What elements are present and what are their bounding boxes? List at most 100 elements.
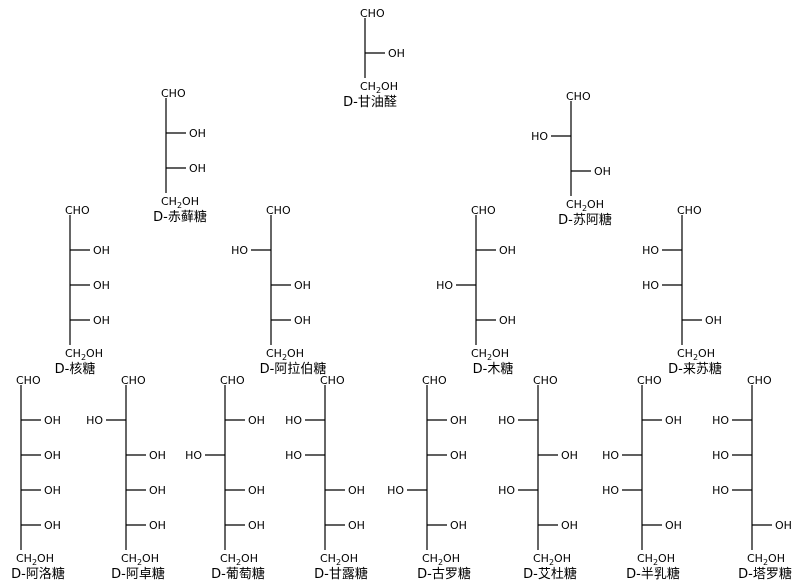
sugar-name-label: D-甘露糖 (314, 566, 368, 582)
ch2oh-group-label: CH2OH (422, 552, 460, 567)
oh-group-label: OH (294, 314, 311, 327)
ch2oh-group-label: CH2OH (121, 552, 159, 567)
cho-group-label: CHO (566, 90, 591, 103)
oh-group-label: OH (450, 519, 467, 532)
sugar-name-label: D-葡萄糖 (211, 566, 265, 582)
ch2oh-group-label: CH2OH (161, 195, 199, 210)
oh-group-label: OH (348, 519, 365, 532)
cho-group-label: CHO (266, 204, 291, 217)
oh-group-label: OH (44, 484, 61, 497)
oh-group-label: OH (294, 279, 311, 292)
oh-group-label: OH (348, 484, 365, 497)
ch2oh-group-label: CH2OH (533, 552, 571, 567)
sugar-name-label: D-艾杜糖 (523, 566, 577, 582)
ch2oh-group-label: CH2OH (65, 347, 103, 362)
cho-group-label: CHO (16, 374, 41, 387)
oh-group-label: OH (665, 519, 682, 532)
oh-group-label: OH (561, 519, 578, 532)
oh-group-label: OH (93, 244, 110, 257)
ho-group-label: HO (86, 414, 103, 427)
cho-group-label: CHO (471, 204, 496, 217)
ho-group-label: HO (185, 449, 202, 462)
ch2oh-group-label: CH2OH (220, 552, 258, 567)
sugar-name-label: D-阿洛糖 (11, 566, 65, 582)
oh-group-label: OH (561, 449, 578, 462)
oh-group-label: OH (248, 484, 265, 497)
ch2oh-group-label: CH2OH (266, 347, 304, 362)
ch2oh-group-label: CH2OH (360, 80, 398, 95)
ch2oh-group-label: CH2OH (320, 552, 358, 567)
ch2oh-group-label: CH2OH (16, 552, 54, 567)
oh-group-label: OH (93, 279, 110, 292)
cho-group-label: CHO (747, 374, 772, 387)
sugar-name-label: D-木糖 (473, 361, 514, 377)
ho-group-label: HO (285, 449, 302, 462)
ho-group-label: HO (642, 244, 659, 257)
ho-group-label: HO (231, 244, 248, 257)
oh-group-label: OH (44, 414, 61, 427)
ch2oh-group-label: CH2OH (566, 198, 604, 213)
sugar-name-label: D-赤藓糖 (153, 209, 207, 225)
sugar-name-label: D-来苏糖 (668, 361, 722, 377)
ch2oh-group-label: CH2OH (471, 347, 509, 362)
ch2oh-group-label: CH2OH (677, 347, 715, 362)
oh-group-label: OH (93, 314, 110, 327)
ho-group-label: HO (387, 484, 404, 497)
ch2oh-group-label: CH2OH (747, 552, 785, 567)
sugar-name-label: D-阿卓糖 (111, 566, 165, 582)
cho-group-label: CHO (121, 374, 146, 387)
ho-group-label: HO (712, 414, 729, 427)
sugar-name-label: D-核糖 (55, 361, 96, 377)
cho-group-label: CHO (637, 374, 662, 387)
oh-group-label: OH (499, 314, 516, 327)
ho-group-label: HO (285, 414, 302, 427)
sugar-name-label: D-古罗糖 (417, 566, 471, 582)
ho-group-label: HO (531, 130, 548, 143)
oh-group-label: OH (594, 165, 611, 178)
oh-group-label: OH (665, 414, 682, 427)
ho-group-label: HO (498, 484, 515, 497)
ho-group-label: HO (642, 279, 659, 292)
cho-group-label: CHO (320, 374, 345, 387)
cho-group-label: CHO (533, 374, 558, 387)
sugar-name-label: D-甘油醛 (343, 94, 397, 110)
cho-group-label: CHO (677, 204, 702, 217)
ho-group-label: HO (436, 279, 453, 292)
oh-group-label: OH (44, 519, 61, 532)
oh-group-label: OH (705, 314, 722, 327)
cho-group-label: CHO (220, 374, 245, 387)
cho-group-label: CHO (161, 87, 186, 100)
oh-group-label: OH (149, 519, 166, 532)
sugar-name-label: D-半乳糖 (626, 566, 680, 582)
ho-group-label: HO (712, 484, 729, 497)
oh-group-label: OH (450, 414, 467, 427)
cho-group-label: CHO (360, 7, 385, 20)
oh-group-label: OH (149, 484, 166, 497)
ho-group-label: HO (498, 414, 515, 427)
ho-group-label: HO (712, 449, 729, 462)
oh-group-label: OH (248, 414, 265, 427)
sugar-name-label: D-阿拉伯糖 (260, 361, 327, 377)
oh-group-label: OH (450, 449, 467, 462)
sugar-name-label: D-苏阿糖 (558, 212, 612, 228)
oh-group-label: OH (388, 47, 405, 60)
oh-group-label: OH (189, 162, 206, 175)
ho-group-label: HO (602, 449, 619, 462)
oh-group-label: OH (775, 519, 792, 532)
